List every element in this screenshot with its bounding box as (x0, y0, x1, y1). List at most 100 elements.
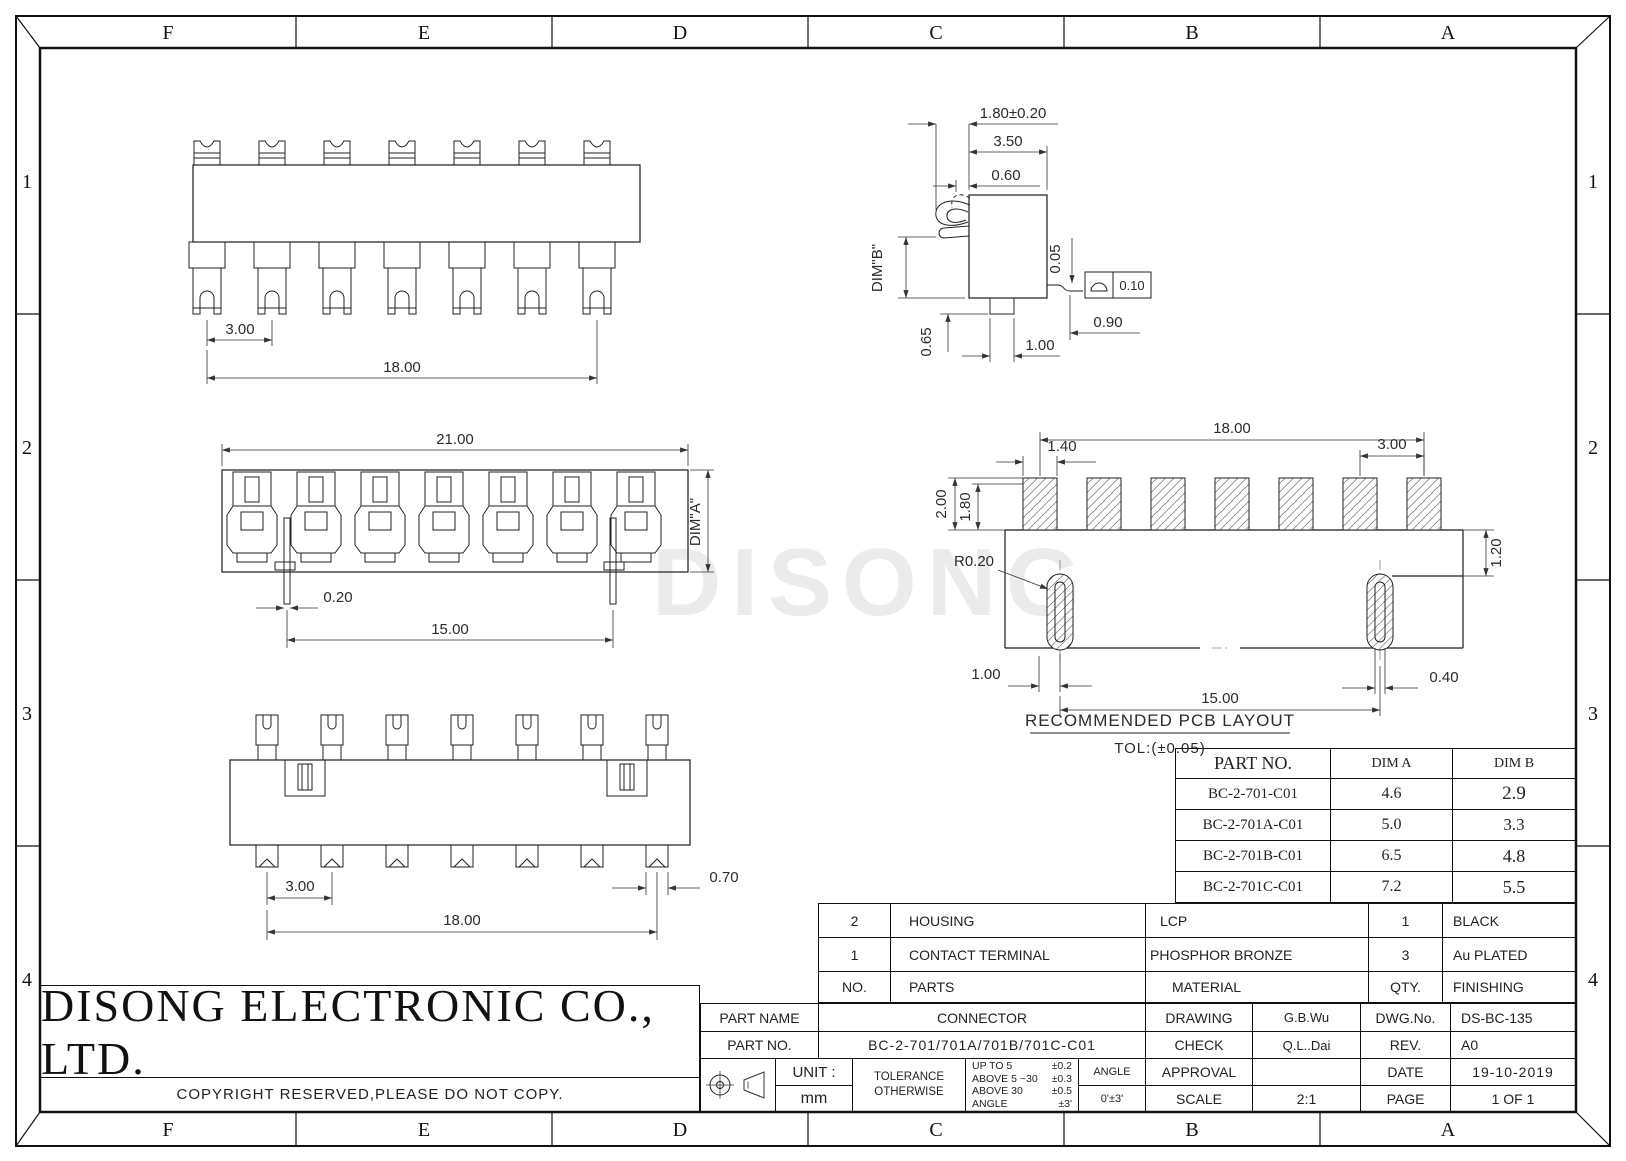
dim-label: 1.00 (1025, 337, 1054, 354)
date-value: 19-10-2019 (1450, 1058, 1576, 1086)
tol-range: ABOVE 5 ~30 (972, 1072, 1038, 1085)
page-label: PAGE (1360, 1085, 1451, 1112)
company-name: DISONG ELECTRONIC CO., LTD. (40, 980, 700, 1084)
bom-table: 2 HOUSING LCP 1 BLACK 1 CONTACT TERMINAL… (818, 903, 1576, 1003)
pcb-layout-tolerance: TOL:(±0.05) (1114, 740, 1206, 757)
side-view: 1.80±0.20 3.50 0.60 DIM"B" 0.05 0.10 (869, 105, 1152, 362)
tolerance-label-line2: OTHERWISE (874, 1086, 944, 1098)
fcf-value: 0.10 (1119, 278, 1144, 293)
pcb-layout-caption: RECOMMENDED PCB LAYOUT (1025, 711, 1295, 730)
dim-label: 18.00 (443, 912, 481, 929)
profile-symbol-icon (1090, 282, 1108, 292)
tol-value: ±0.2 (1051, 1060, 1072, 1072)
bom-qty: 1 (1368, 903, 1443, 938)
tolerance-label: TOLERANCE OTHERWISE (852, 1058, 966, 1112)
dwg-no-value: DS-BC-135 (1450, 1003, 1576, 1032)
part-no-cell: BC-2-701B-C01 (1175, 840, 1331, 872)
third-angle-projection-icon (706, 1071, 765, 1099)
dim-b-cell: 5.5 (1452, 871, 1576, 903)
zone-number: 4 (22, 969, 32, 991)
dim-label: 3.00 (285, 878, 314, 895)
bom-finishing: BLACK (1442, 903, 1576, 938)
zone-number: 2 (1588, 437, 1598, 459)
top-view: 3.00 18.00 (188, 140, 641, 384)
dim-label: DIM"B" (869, 244, 886, 292)
title-block: PART NAME CONNECTOR DRAWING G.B.Wu DWG.N… (700, 1003, 1576, 1112)
bom-header-finishing: FINISHING (1442, 971, 1576, 1003)
company-block: DISONG ELECTRONIC CO., LTD. COPYRIGHT RE… (40, 980, 700, 1112)
dim-a-cell: 6.5 (1330, 840, 1453, 872)
zone-letter: B (1185, 22, 1198, 44)
zone-number: 1 (1588, 171, 1598, 193)
zone-letter: F (162, 22, 173, 44)
angle-label: ANGLE (1078, 1058, 1146, 1086)
dim-label: 1.80±0.20 (980, 105, 1047, 122)
dim-label: 0.60 (991, 167, 1020, 184)
dim-label: 3.00 (225, 321, 254, 338)
sheet-border (15, 15, 1611, 1147)
part-table-header: DIM A (1330, 748, 1453, 779)
dim-label: 18.00 (1213, 420, 1251, 437)
bom-no: 2 (818, 903, 891, 938)
dim-label: 3.50 (993, 133, 1022, 150)
rev-label: REV. (1360, 1031, 1451, 1059)
part-no-cell: BC-2-701A-C01 (1175, 809, 1331, 841)
dim-label: 0.05 (1047, 244, 1064, 273)
front-view: 21.00 DIM"A" 0.20 15.00 (221, 431, 714, 648)
zone-number: 3 (22, 703, 32, 725)
dim-label: 0.70 (709, 869, 738, 886)
bottom-view: 3.00 0.70 18.00 (229, 714, 739, 940)
approval-value (1252, 1058, 1361, 1086)
part-dim-table: PART NO. DIM A DIM B BC-2-701-C01 4.6 2.… (1175, 748, 1576, 903)
bom-header-parts: PARTS (890, 971, 1146, 1003)
part-name-value: CONNECTOR (818, 1003, 1146, 1032)
approval-label: APPROVAL (1145, 1058, 1253, 1086)
dwg-no-label: DWG.No. (1360, 1003, 1451, 1032)
zone-number: 1 (22, 171, 32, 193)
dim-label: 18.00 (383, 359, 421, 376)
zone-letter: E (418, 1119, 430, 1141)
tol-value: ±0.5 (1051, 1085, 1072, 1097)
tol-range: ABOVE 30 (972, 1085, 1023, 1097)
dim-label: 1.20 (1488, 538, 1505, 567)
bom-qty: 3 (1368, 937, 1443, 972)
date-label: DATE (1360, 1058, 1451, 1086)
tol-range: ANGLE (972, 1097, 1008, 1110)
drawing-value: G.B.Wu (1252, 1003, 1361, 1032)
part-table-header: PART NO. (1175, 748, 1331, 779)
zone-number: 4 (1588, 969, 1598, 991)
zone-letter: A (1441, 1119, 1456, 1141)
dim-label: 2.00 (933, 489, 950, 518)
zone-letter: C (929, 1119, 942, 1141)
dim-b-cell: 2.9 (1452, 778, 1576, 810)
check-value: Q.L..Dai (1252, 1031, 1361, 1059)
part-no-cell: BC-2-701-C01 (1175, 778, 1331, 810)
zone-letter: E (418, 22, 430, 44)
part-no-cell: BC-2-701C-C01 (1175, 871, 1331, 903)
dim-label: 1.40 (1047, 438, 1076, 455)
bom-material: LCP (1145, 903, 1369, 938)
tol-value: ±0.3 (1051, 1072, 1072, 1085)
drawing-label: DRAWING (1145, 1003, 1253, 1032)
dim-label: 0.90 (1093, 314, 1122, 331)
bom-part: HOUSING (890, 903, 1146, 938)
dim-label: 1.00 (971, 666, 1000, 683)
unit-label: UNIT : (775, 1058, 853, 1086)
dim-label: 21.00 (436, 431, 474, 448)
part-no-label: PART NO. (700, 1031, 819, 1059)
dim-label: 15.00 (1201, 690, 1239, 707)
tolerance-label-line1: TOLERANCE (873, 1071, 945, 1083)
zone-letter: D (673, 22, 687, 44)
pcb-layout-view: 18.00 1.40 3.00 2.00 1.80 R0.2 (933, 420, 1505, 757)
dim-label: 3.00 (1377, 436, 1406, 453)
dim-label: 0.65 (918, 327, 935, 356)
zone-letter: C (929, 22, 942, 44)
scale-value: 2:1 (1252, 1085, 1361, 1112)
bom-no: 1 (818, 937, 891, 972)
bom-material: PHOSPHOR BRONZE (1145, 937, 1369, 972)
part-table-header: DIM B (1452, 748, 1576, 779)
bom-header-no: NO. (818, 971, 891, 1003)
dim-label: 1.80 (957, 492, 974, 521)
part-no-value: BC-2-701/701A/701B/701C-C01 (818, 1031, 1146, 1059)
bom-header-qty: QTY. (1368, 971, 1443, 1003)
